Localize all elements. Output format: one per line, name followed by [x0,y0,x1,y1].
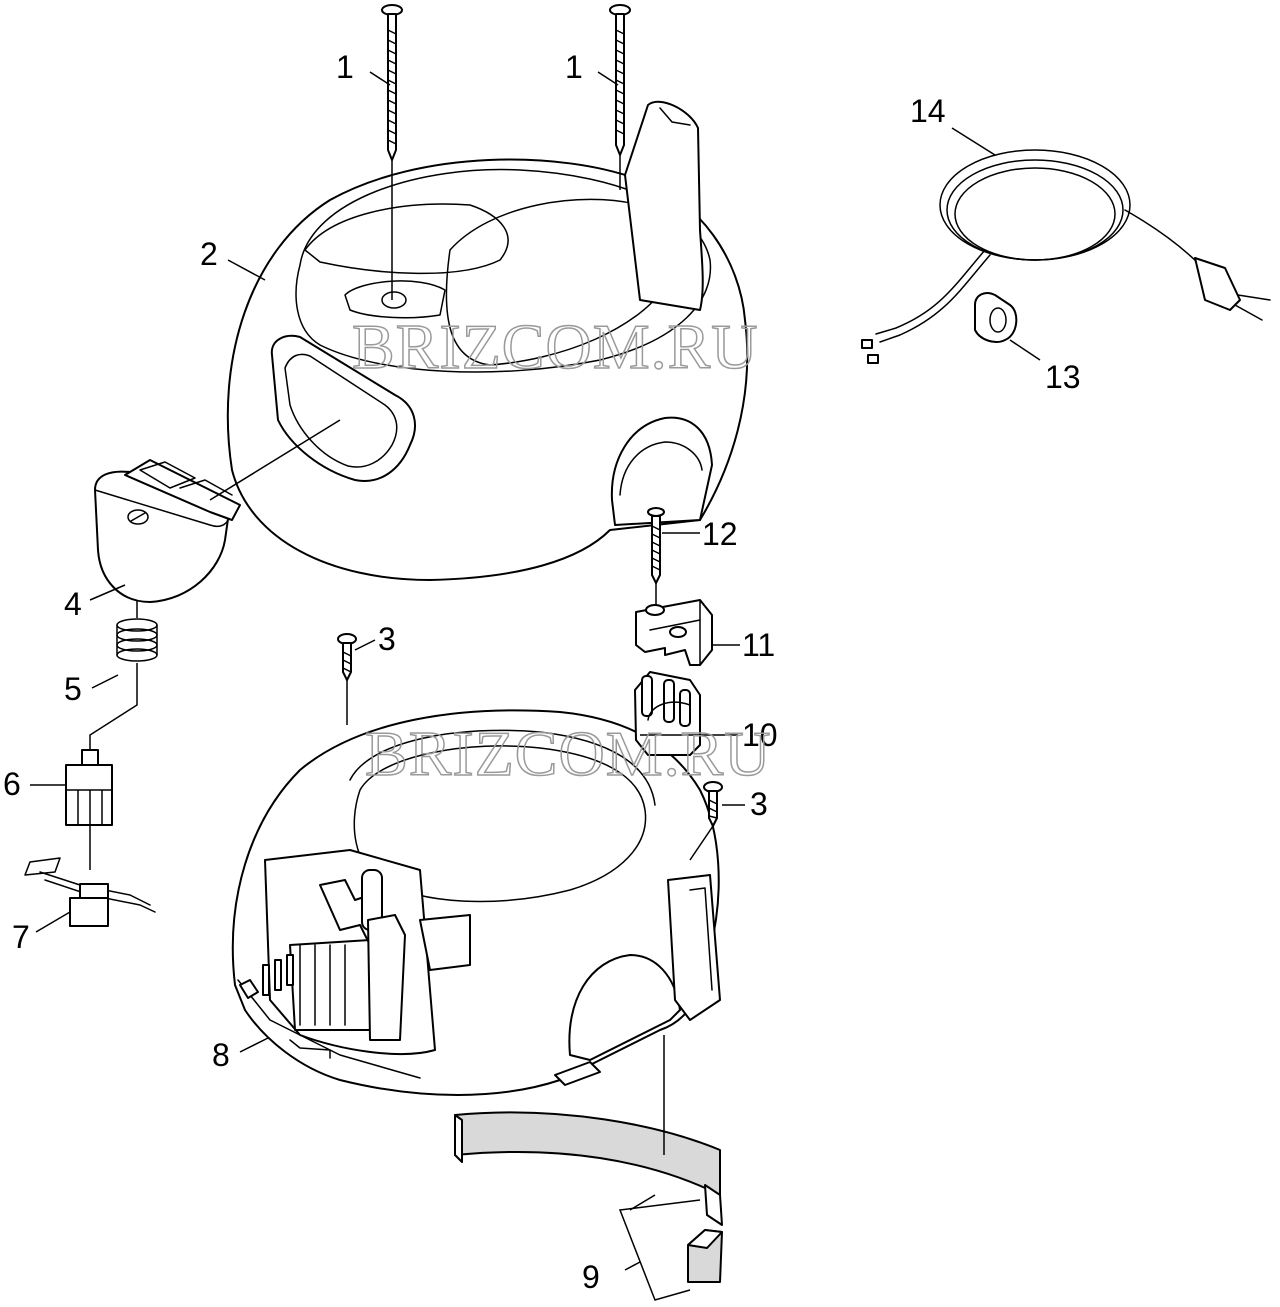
short-screw-left [337,633,357,681]
callout-4: 4 [64,586,82,622]
callout-8: 8 [212,1037,230,1073]
callout-3-top: 3 [378,621,396,657]
long-screw-left [381,4,403,161]
callout-9: 9 [582,1259,600,1295]
upper-housing-part [226,100,749,581]
contact-bracket-part [24,857,156,927]
callout-7: 7 [12,919,30,955]
callout-1-right: 1 [565,49,583,85]
callout-10: 10 [742,717,778,753]
power-cord-part [861,149,1271,364]
callout-12: 12 [702,516,738,552]
callout-6: 6 [3,766,21,802]
switch-part [65,749,113,826]
callout-14: 14 [910,93,946,129]
spring-part [116,618,158,662]
bumper-strip-part [454,1111,723,1226]
watermark-top: BRIZCOM.RU [352,311,759,382]
long-screw-right [609,4,631,156]
ferrite-ring-part [974,292,1018,343]
short-screw-right [703,781,723,827]
screw-12-part [647,507,665,584]
callout-3-right: 3 [750,786,768,822]
clamp-part [635,599,713,666]
callout-5: 5 [64,671,82,707]
callout-11: 11 [742,627,775,663]
lower-base-part [231,709,721,1096]
bumper-block-part [687,1229,723,1283]
watermark-middle: BRIZCOM.RU [365,718,772,789]
callout-2: 2 [200,236,218,272]
callout-1-left: 1 [336,49,354,85]
button-cap-part [94,459,241,603]
callout-13: 13 [1045,359,1081,395]
